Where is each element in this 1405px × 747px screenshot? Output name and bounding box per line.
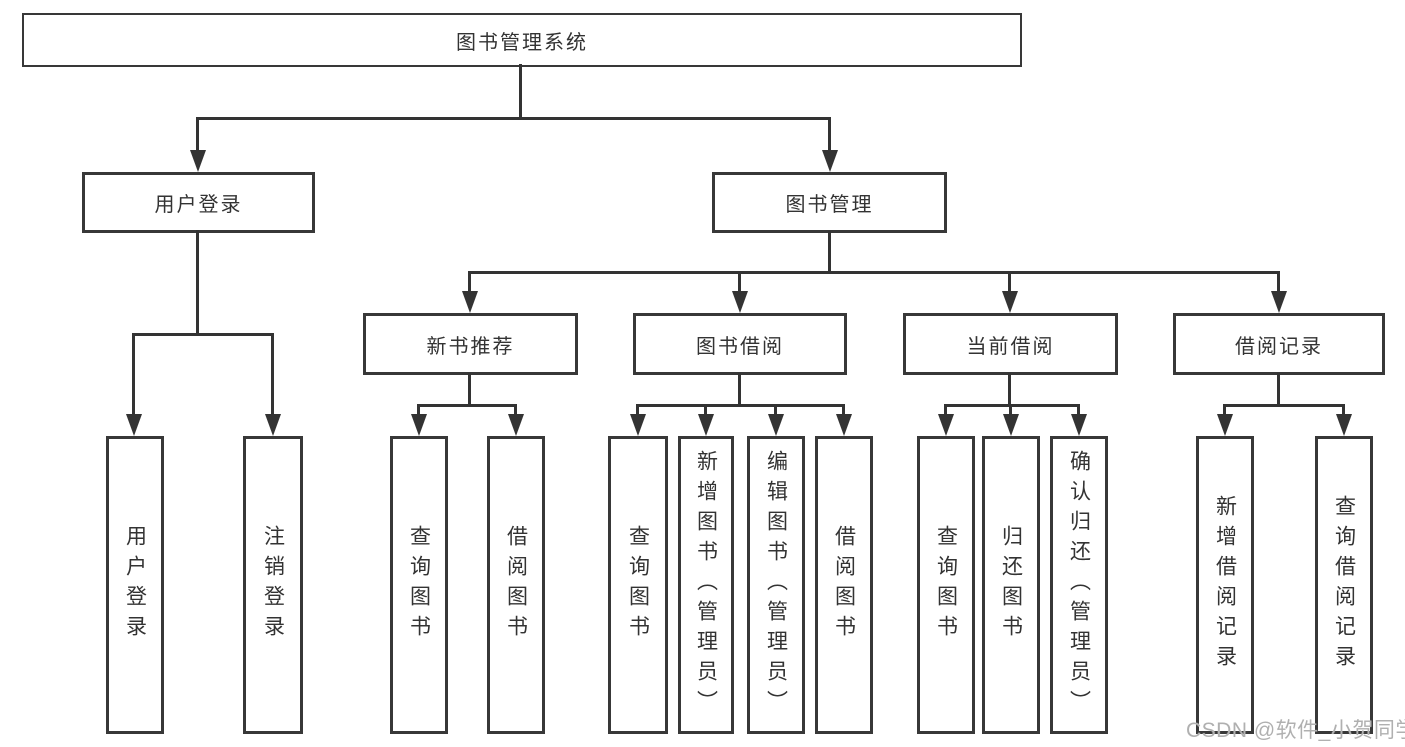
connector-line xyxy=(514,404,517,417)
connector-line xyxy=(842,404,845,417)
connector-line xyxy=(1223,404,1345,407)
connector-line xyxy=(468,271,1280,274)
arrowhead-down-icon xyxy=(126,414,142,436)
connector-line xyxy=(519,64,522,120)
connector-line xyxy=(828,231,831,274)
leaf-recommend-borrow-books: 借阅图书 xyxy=(487,436,545,734)
connector-line xyxy=(1008,271,1011,294)
connector-line xyxy=(1342,404,1345,417)
connector-line xyxy=(1008,373,1011,407)
arrowhead-down-icon xyxy=(462,291,478,313)
connector-line xyxy=(704,404,707,417)
leaf-records-add-record: 新增借阅记录 xyxy=(1196,436,1254,734)
connector-line xyxy=(196,117,199,153)
connector-line xyxy=(468,373,471,407)
connector-line xyxy=(636,404,845,407)
leaf-borrow-query-books: 查询图书 xyxy=(608,436,668,734)
connector-line xyxy=(468,271,471,294)
arrowhead-down-icon xyxy=(938,414,954,436)
leaf-logout: 注销登录 xyxy=(243,436,303,734)
node-current-borrowing: 当前借阅 xyxy=(903,313,1118,375)
arrowhead-down-icon xyxy=(1336,414,1352,436)
node-book-borrowing: 图书借阅 xyxy=(633,313,847,375)
arrowhead-down-icon xyxy=(1071,414,1087,436)
arrowhead-down-icon xyxy=(822,150,838,172)
leaf-current-query-books: 查询图书 xyxy=(917,436,975,734)
watermark: CSDN @软件_小贺同学 xyxy=(1186,719,1405,742)
arrowhead-down-icon xyxy=(190,150,206,172)
connector-line xyxy=(738,271,741,294)
leaf-records-query-record: 查询借阅记录 xyxy=(1315,436,1373,734)
node-book-management: 图书管理 xyxy=(712,172,947,233)
node-new-book-recommend: 新书推荐 xyxy=(363,313,578,375)
arrowhead-down-icon xyxy=(508,414,524,436)
connector-line xyxy=(1277,271,1280,294)
connector-line xyxy=(1077,404,1080,417)
arrowhead-down-icon xyxy=(1002,291,1018,313)
arrowhead-down-icon xyxy=(732,291,748,313)
node-user-login-group: 用户登录 xyxy=(82,172,315,233)
leaf-borrow-borrow-books: 借阅图书 xyxy=(815,436,873,734)
arrowhead-down-icon xyxy=(768,414,784,436)
connector-line xyxy=(417,404,517,407)
arrowhead-down-icon xyxy=(411,414,427,436)
leaf-borrow-edit-books-admin: 编辑图书（管理员） xyxy=(747,436,805,734)
arrowhead-down-icon xyxy=(1271,291,1287,313)
connector-line xyxy=(196,230,199,336)
node-borrow-records: 借阅记录 xyxy=(1173,313,1385,375)
arrowhead-down-icon xyxy=(1217,414,1233,436)
leaf-recommend-query-books: 查询图书 xyxy=(390,436,448,734)
arrowhead-down-icon xyxy=(630,414,646,436)
arrowhead-down-icon xyxy=(698,414,714,436)
leaf-user-login: 用户登录 xyxy=(106,436,164,734)
connector-line xyxy=(196,117,831,120)
connector-line xyxy=(774,404,777,417)
connector-line xyxy=(1277,373,1280,407)
connector-line xyxy=(1009,404,1012,417)
connector-line xyxy=(417,404,420,417)
arrowhead-down-icon xyxy=(836,414,852,436)
arrowhead-down-icon xyxy=(265,414,281,436)
leaf-borrow-add-books-admin: 新增图书（管理员） xyxy=(678,436,734,734)
connector-line xyxy=(132,333,274,336)
connector-line xyxy=(944,404,947,417)
connector-line xyxy=(738,373,741,407)
node-root: 图书管理系统 xyxy=(22,13,1022,67)
connector-line xyxy=(828,117,831,153)
arrowhead-down-icon xyxy=(1003,414,1019,436)
connector-line xyxy=(636,404,639,417)
leaf-current-confirm-return-admin: 确认归还（管理员） xyxy=(1050,436,1108,734)
connector-line xyxy=(944,404,1080,407)
leaf-current-return-books: 归还图书 xyxy=(982,436,1040,734)
connector-line xyxy=(132,333,135,417)
connector-line xyxy=(271,333,274,417)
connector-line xyxy=(1223,404,1226,417)
